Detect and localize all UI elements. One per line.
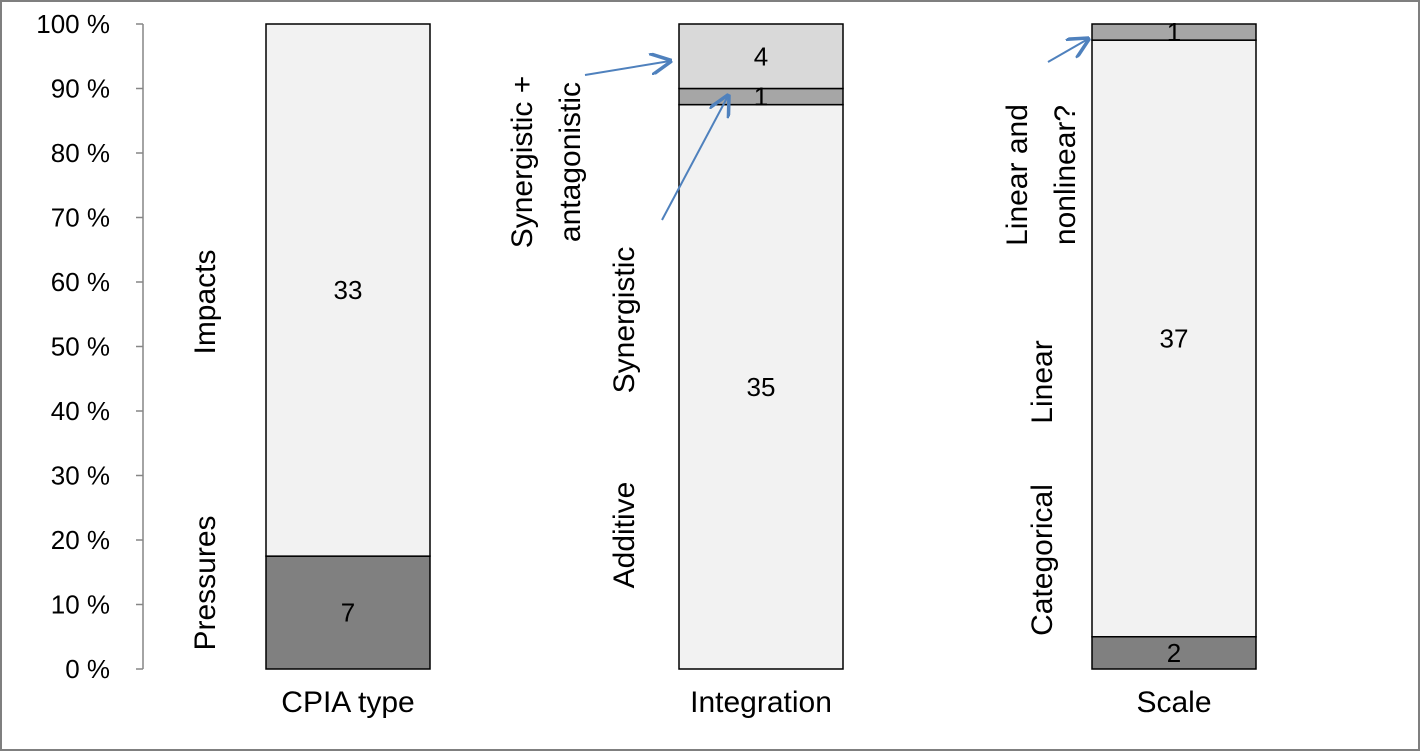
y-tick-label: 60 % <box>51 267 110 297</box>
annotation-label: Pressures <box>189 515 222 650</box>
annotation-label: Impacts <box>189 249 222 354</box>
annotation-label: Synergistic + <box>506 76 539 249</box>
annotation-arrow <box>1047 39 1088 63</box>
x-category-label: Scale <box>1136 686 1211 719</box>
annotation-label: Categorical <box>1026 484 1059 636</box>
y-tick-label: 20 % <box>51 525 110 555</box>
annotation-arrow <box>584 61 670 76</box>
annotation-label: Linear and <box>1001 104 1034 246</box>
y-tick-label: 90 % <box>51 74 110 104</box>
y-tick-label: 40 % <box>51 396 110 426</box>
segment-labels: 7 33 35 1 4 2 37 1 <box>334 17 1189 668</box>
y-tick-label: 30 % <box>51 461 110 491</box>
annotation-label: Linear <box>1026 340 1059 423</box>
annotation-arrow <box>661 96 728 221</box>
y-tick-label: 10 % <box>51 590 110 620</box>
bar-segment <box>265 23 431 557</box>
arrows <box>584 39 1088 221</box>
y-tick-label: 70 % <box>51 203 110 233</box>
segment-value-label: 35 <box>747 372 776 402</box>
bar-segment <box>1091 39 1257 638</box>
annotation-label: Additive <box>608 482 641 589</box>
y-axis: 0 % 10 % 20 % 30 % 40 % 50 % 60 % 70 % 80 % 90 % 1… <box>36 9 144 684</box>
annotation-label: Synergistic <box>608 247 641 394</box>
bar-segment <box>678 23 844 90</box>
y-tick-label: 80 % <box>51 138 110 168</box>
bar-segment <box>265 555 431 670</box>
bar-segment <box>1091 23 1257 41</box>
segment-value-label: 1 <box>1167 17 1181 47</box>
bar-segment <box>1091 636 1257 670</box>
annotation-label: antagonistic <box>554 82 587 242</box>
segment-value-label: 1 <box>754 82 768 112</box>
x-category-label: CPIA type <box>281 686 414 719</box>
segment-value-label: 4 <box>754 41 768 71</box>
x-category-label: Integration <box>690 686 832 719</box>
y-tick-label: 100 % <box>36 9 110 39</box>
bars <box>265 23 1257 670</box>
segment-value-label: 7 <box>341 598 355 628</box>
segment-value-label: 37 <box>1160 323 1189 353</box>
category-labels: CPIA type Integration Scale <box>281 686 1211 719</box>
annotation-label: nonlinear? <box>1049 105 1082 245</box>
segment-value-label: 2 <box>1167 638 1181 668</box>
y-tick-label: 0 % <box>65 654 110 684</box>
segment-value-label: 33 <box>334 275 363 305</box>
y-tick-label: 50 % <box>51 332 110 362</box>
